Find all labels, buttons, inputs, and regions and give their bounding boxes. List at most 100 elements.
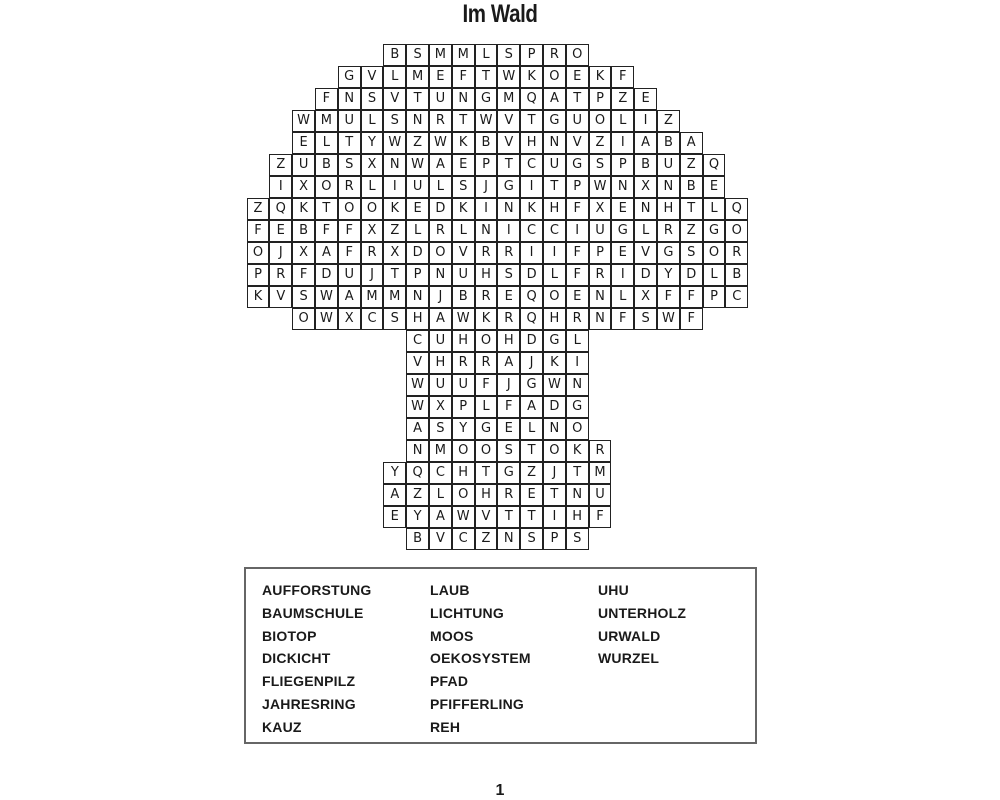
grid-cell[interactable]: A [520, 396, 543, 418]
grid-cell[interactable]: F [474, 374, 498, 396]
grid-cell[interactable]: F [451, 66, 475, 88]
grid-cell[interactable]: Z [246, 198, 270, 220]
grid-cell[interactable]: B [725, 264, 749, 286]
grid-cell[interactable]: Y [657, 264, 680, 286]
grid-cell[interactable]: H [406, 308, 429, 330]
grid-cell[interactable]: O [543, 66, 566, 88]
grid-cell[interactable]: P [588, 88, 612, 110]
grid-cell[interactable]: M [360, 286, 384, 308]
grid-cell[interactable]: R [474, 352, 498, 374]
grid-cell[interactable]: U [429, 374, 452, 396]
grid-cell[interactable]: T [451, 110, 475, 132]
grid-cell[interactable]: K [451, 132, 475, 154]
grid-cell[interactable]: B [451, 286, 475, 308]
grid-cell[interactable]: W [543, 374, 566, 396]
grid-cell[interactable]: V [383, 88, 407, 110]
grid-cell[interactable]: Z [588, 132, 612, 154]
grid-cell[interactable]: L [451, 220, 475, 242]
grid-cell[interactable]: R [543, 44, 566, 66]
grid-cell[interactable]: T [679, 198, 703, 220]
grid-cell[interactable]: R [429, 110, 452, 132]
grid-cell[interactable]: N [383, 154, 407, 176]
grid-cell[interactable]: V [634, 242, 657, 264]
grid-cell[interactable]: T [565, 88, 589, 110]
grid-cell[interactable]: A [383, 484, 407, 506]
grid-cell[interactable]: L [474, 44, 498, 66]
grid-cell[interactable]: R [429, 220, 452, 242]
grid-cell[interactable]: I [520, 242, 543, 264]
grid-cell[interactable]: H [497, 330, 521, 352]
grid-cell[interactable]: F [246, 220, 270, 242]
grid-cell[interactable]: X [292, 242, 315, 264]
grid-cell[interactable]: F [337, 220, 361, 242]
grid-cell[interactable]: W [657, 308, 680, 330]
grid-cell[interactable]: O [543, 440, 566, 462]
grid-cell[interactable]: M [429, 440, 452, 462]
grid-cell[interactable]: R [725, 242, 749, 264]
grid-cell[interactable]: H [451, 330, 475, 352]
grid-cell[interactable]: R [657, 220, 680, 242]
grid-cell[interactable]: W [383, 132, 407, 154]
grid-cell[interactable]: V [360, 66, 384, 88]
grid-cell[interactable]: K [451, 198, 475, 220]
grid-cell[interactable]: K [520, 66, 543, 88]
grid-cell[interactable]: R [497, 484, 521, 506]
grid-cell[interactable]: S [292, 286, 315, 308]
grid-cell[interactable]: I [383, 176, 407, 198]
grid-cell[interactable]: N [406, 440, 429, 462]
grid-cell[interactable]: H [451, 462, 475, 484]
grid-cell[interactable]: W [315, 308, 338, 330]
grid-cell[interactable]: C [520, 154, 543, 176]
grid-cell[interactable]: X [634, 286, 657, 308]
grid-cell[interactable]: J [269, 242, 293, 264]
grid-cell[interactable]: N [406, 110, 429, 132]
grid-cell[interactable]: Q [406, 462, 429, 484]
grid-cell[interactable]: U [657, 154, 680, 176]
grid-cell[interactable]: P [520, 44, 543, 66]
grid-cell[interactable]: Q [520, 88, 543, 110]
grid-cell[interactable]: S [429, 418, 452, 440]
grid-cell[interactable]: S [679, 242, 703, 264]
grid-cell[interactable]: T [474, 462, 498, 484]
grid-cell[interactable]: L [634, 220, 657, 242]
grid-cell[interactable]: G [497, 176, 521, 198]
grid-cell[interactable]: F [292, 264, 315, 286]
grid-cell[interactable]: G [543, 110, 566, 132]
grid-cell[interactable]: C [429, 462, 452, 484]
grid-cell[interactable]: J [474, 176, 498, 198]
grid-cell[interactable]: E [406, 198, 429, 220]
grid-cell[interactable]: G [497, 462, 521, 484]
grid-cell[interactable]: S [634, 308, 657, 330]
grid-cell[interactable]: F [679, 286, 703, 308]
grid-cell[interactable]: H [657, 198, 680, 220]
grid-cell[interactable]: Q [725, 198, 749, 220]
grid-cell[interactable]: D [543, 396, 566, 418]
grid-cell[interactable]: C [725, 286, 749, 308]
grid-cell[interactable]: I [269, 176, 293, 198]
grid-cell[interactable]: G [565, 396, 589, 418]
grid-cell[interactable]: B [315, 154, 338, 176]
grid-cell[interactable]: C [406, 330, 429, 352]
grid-cell[interactable]: S [383, 308, 407, 330]
grid-cell[interactable]: L [565, 330, 589, 352]
grid-cell[interactable]: S [337, 154, 361, 176]
grid-cell[interactable]: W [451, 308, 475, 330]
grid-cell[interactable]: S [497, 44, 521, 66]
grid-cell[interactable]: N [565, 484, 589, 506]
grid-cell[interactable]: Z [474, 528, 498, 550]
grid-cell[interactable]: V [474, 506, 498, 528]
grid-cell[interactable]: B [634, 154, 657, 176]
grid-cell[interactable]: J [543, 462, 566, 484]
grid-cell[interactable]: K [383, 198, 407, 220]
grid-cell[interactable]: T [543, 176, 566, 198]
grid-cell[interactable]: A [337, 286, 361, 308]
grid-cell[interactable]: R [474, 286, 498, 308]
grid-cell[interactable]: S [497, 440, 521, 462]
grid-cell[interactable]: N [588, 286, 612, 308]
grid-cell[interactable]: W [588, 176, 612, 198]
grid-cell[interactable]: N [657, 176, 680, 198]
grid-cell[interactable]: G [337, 66, 361, 88]
grid-cell[interactable]: L [611, 110, 635, 132]
grid-cell[interactable]: T [543, 484, 566, 506]
grid-cell[interactable]: V [565, 132, 589, 154]
